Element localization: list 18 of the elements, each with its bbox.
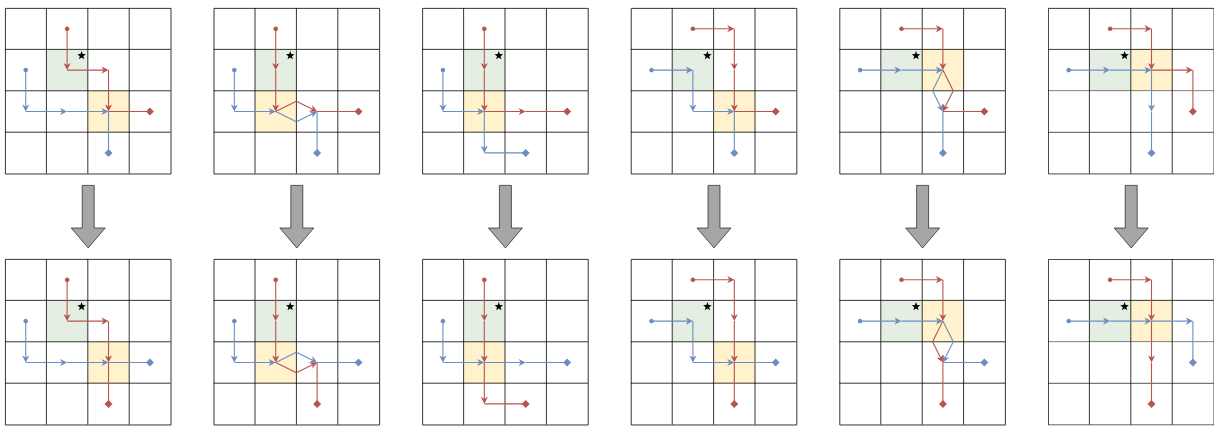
grid-drawing xyxy=(839,7,1006,175)
grid-drawing xyxy=(4,7,172,175)
grid-drawing xyxy=(630,258,798,426)
block-arrow xyxy=(1113,185,1149,249)
grid-drawing xyxy=(4,258,172,426)
block-arrow xyxy=(905,185,940,249)
block-arrow xyxy=(279,185,315,249)
grid-drawing xyxy=(1047,7,1214,175)
block-arrow xyxy=(488,185,523,249)
grid-drawing xyxy=(213,258,380,426)
block-arrow xyxy=(70,185,106,249)
grid-drawing xyxy=(213,7,380,175)
grid-drawing xyxy=(839,258,1006,426)
grid-drawing xyxy=(630,7,798,175)
grid-drawing xyxy=(421,258,589,426)
grid-drawing xyxy=(421,7,589,175)
grid-drawing xyxy=(1047,258,1214,426)
block-arrow xyxy=(696,185,732,249)
